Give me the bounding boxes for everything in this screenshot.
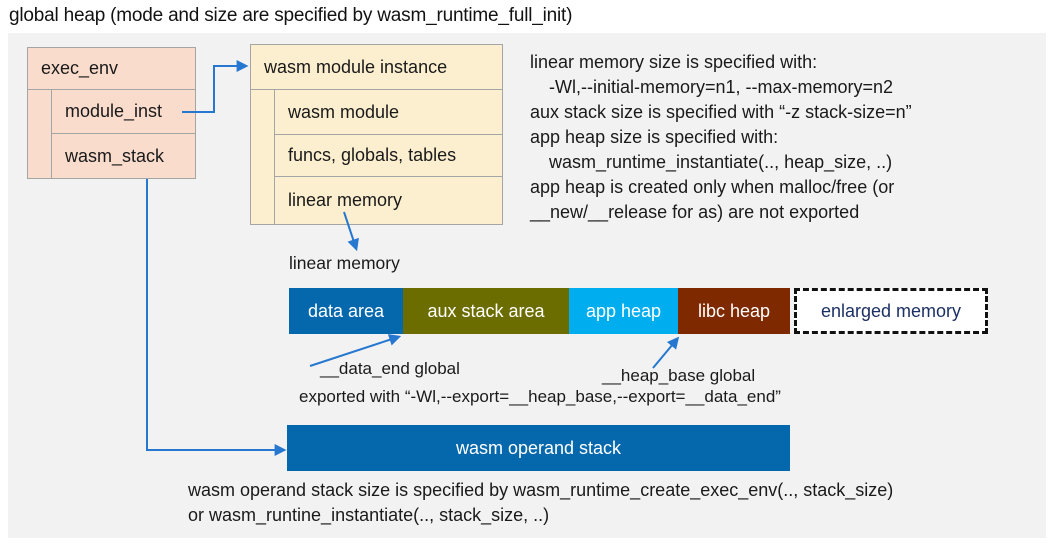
exec-env-header: exec_env xyxy=(28,48,195,90)
segment-app-heap: app heap xyxy=(569,288,678,334)
segment-enlarged-memory: enlarged memory xyxy=(794,288,988,334)
exec-env-gutter xyxy=(28,90,52,178)
segment-data-area: data area xyxy=(289,288,403,334)
note-line: linear memory size is specified with: xyxy=(530,52,818,72)
linear-memory-bar: data area aux stack area app heap libc h… xyxy=(289,288,988,334)
module-instance-header: wasm module instance xyxy=(251,45,502,90)
exec-env-row-wasm-stack: wasm_stack xyxy=(65,145,165,166)
exported-with-label: exported with “-Wl,--export=__heap_base,… xyxy=(299,387,781,406)
module-instance-row-funcs-globals-tables: funcs, globals, tables xyxy=(275,135,502,177)
heap-base-global-label: __heap_base global xyxy=(602,366,756,385)
wasm-operand-stack-bar: wasm operand stack xyxy=(287,425,790,471)
exec-env-box: exec_env module_inst wasm_stack xyxy=(27,47,196,179)
note-line: app heap size is specified with: xyxy=(530,127,779,147)
diagram-title: global heap (mode and size are specified… xyxy=(9,5,573,26)
note-line: wasm_runtime_instantiate(.., heap_size, … xyxy=(549,152,893,172)
note-line: or wasm_runtine_instantiate(.., stack_si… xyxy=(188,505,550,525)
exec-env-row-module-inst: module_inst xyxy=(52,90,195,134)
note-line: -Wl,--initial-memory=n1, --max-memory=n2 xyxy=(549,77,894,97)
segment-libc-heap: libc heap xyxy=(678,288,790,334)
linear-memory-label: linear memory xyxy=(289,253,400,273)
module-instance-gutter xyxy=(251,90,275,224)
data-end-global-label: __data_end global xyxy=(320,359,460,378)
note-line: app heap is created only when malloc/fre… xyxy=(530,177,895,197)
exec-env-body: module_inst wasm_stack xyxy=(28,90,195,178)
module-instance-row-wasm-module: wasm module xyxy=(275,90,502,135)
module-instance-box: wasm module instance wasm module funcs, … xyxy=(250,44,503,225)
segment-aux-stack-area: aux stack area xyxy=(403,288,569,334)
notes-bottom: wasm operand stack size is specified by … xyxy=(188,478,893,528)
module-instance-body: wasm module funcs, globals, tables linea… xyxy=(251,90,502,224)
module-instance-row-linear-memory: linear memory xyxy=(288,190,403,210)
note-line: __new/__release for as) are not exported xyxy=(530,202,860,222)
notes-right: linear memory size is specified with: -W… xyxy=(530,50,1042,225)
note-line: aux stack size is specified with “-z sta… xyxy=(530,102,912,122)
note-line: wasm operand stack size is specified by … xyxy=(188,480,894,500)
